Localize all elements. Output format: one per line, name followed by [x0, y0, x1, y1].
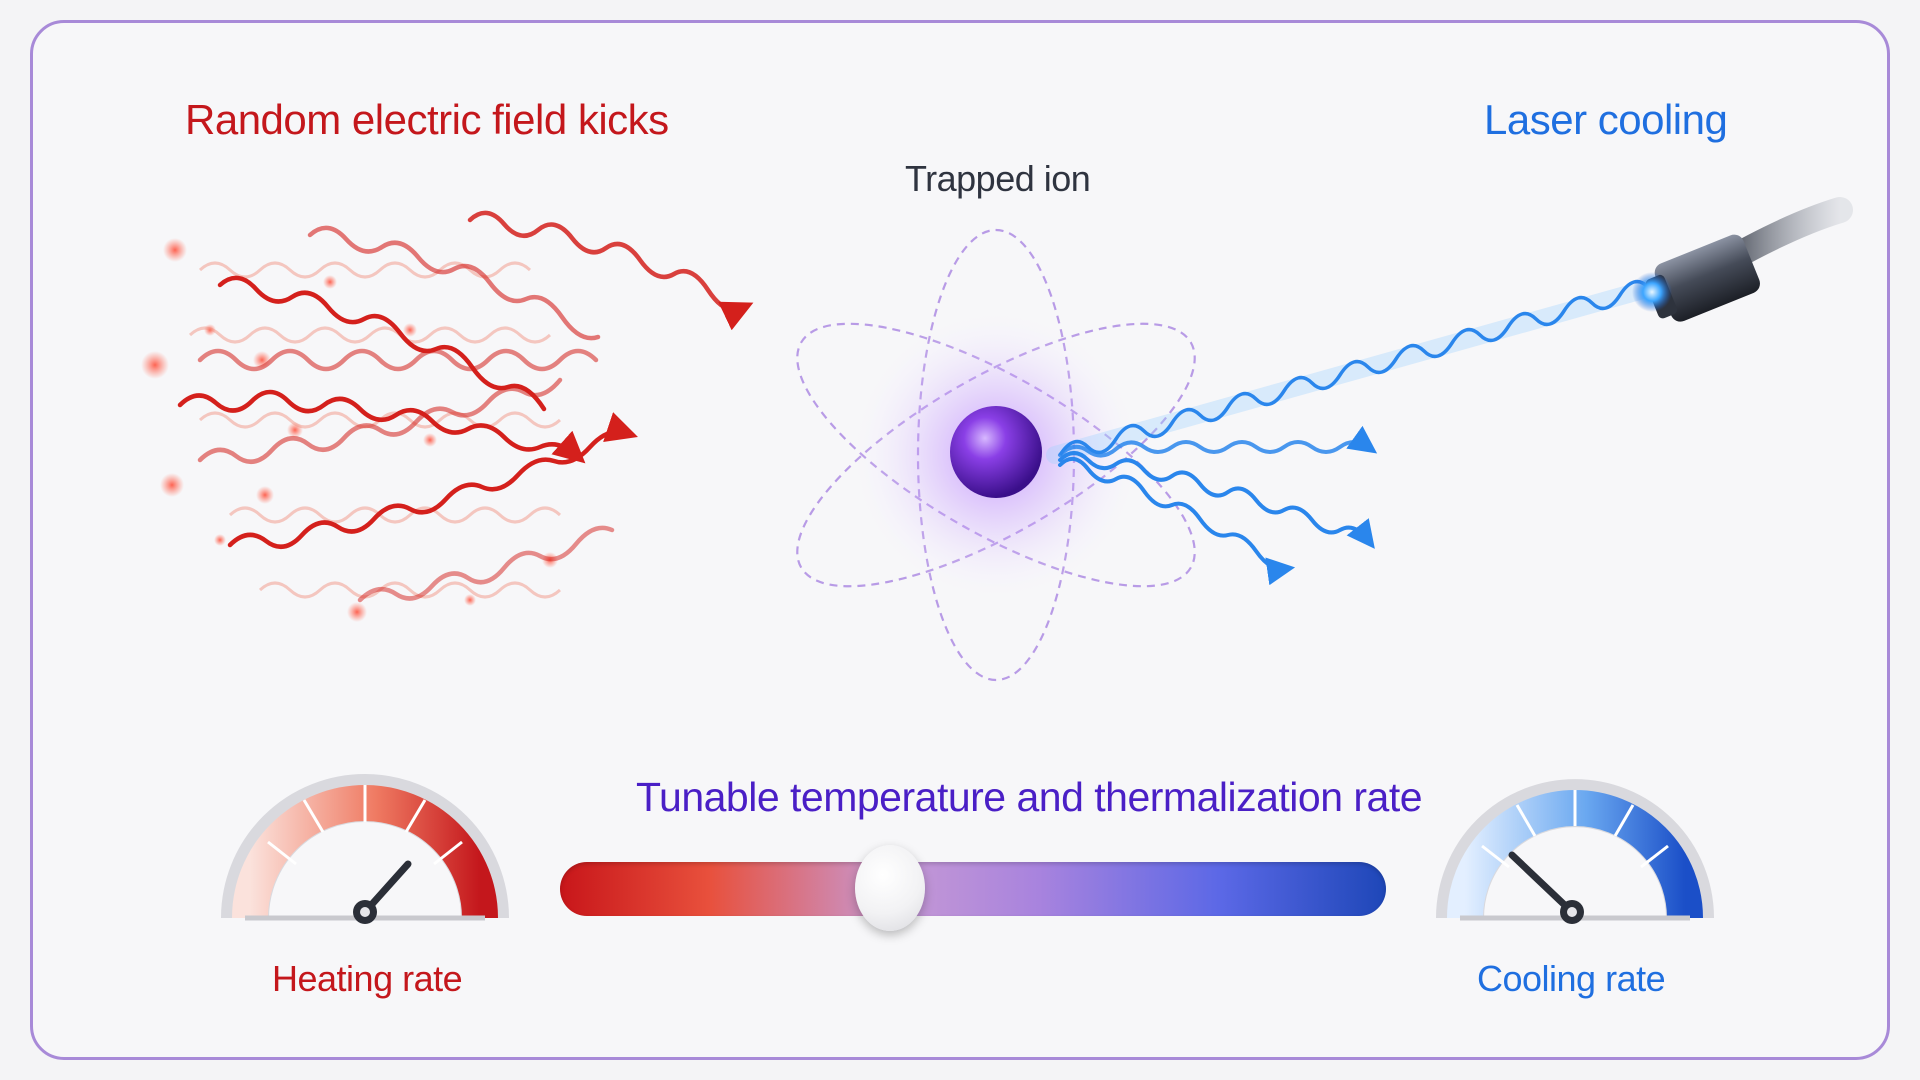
cooling-scatter-arrows [1058, 425, 1378, 586]
heating-source-label: Random electric field kicks [185, 96, 669, 143]
heat-arrow-6 [197, 377, 563, 464]
control-title: Tunable temperature and thermalization r… [636, 774, 1423, 820]
laser-emitter-icon [1632, 197, 1853, 322]
temperature-slider-track[interactable] [560, 862, 1386, 916]
slider-thumb-icon[interactable] [855, 845, 926, 931]
heat-arrow-8 [357, 525, 615, 603]
heat-noise-dots [141, 238, 558, 622]
cooling-gauge-icon [1436, 779, 1714, 924]
cool-arrow-3 [1058, 457, 1296, 586]
trapped-ion-icon [950, 406, 1042, 498]
heat-arrow-1 [467, 210, 754, 331]
heat-arrow-3 [217, 275, 547, 412]
heat-arrow-7 [227, 412, 638, 549]
cooling-rate-label: Cooling rate [1477, 958, 1666, 999]
heat-faint-waves [188, 261, 562, 599]
cool-arrow-1 [1058, 425, 1378, 458]
heat-arrow-5 [177, 389, 586, 464]
cooling-source-label: Laser cooling [1484, 96, 1728, 143]
heating-rate-label: Heating rate [272, 958, 463, 999]
cool-arrow-2 [1058, 451, 1375, 549]
heat-arrow-2 [307, 225, 601, 341]
heat-kick-arrows [177, 210, 754, 603]
heating-gauge-icon [221, 774, 509, 924]
heat-arrow-4 [197, 348, 599, 372]
laser-beam [1046, 279, 1659, 464]
ion-label: Trapped ion [905, 158, 1091, 199]
